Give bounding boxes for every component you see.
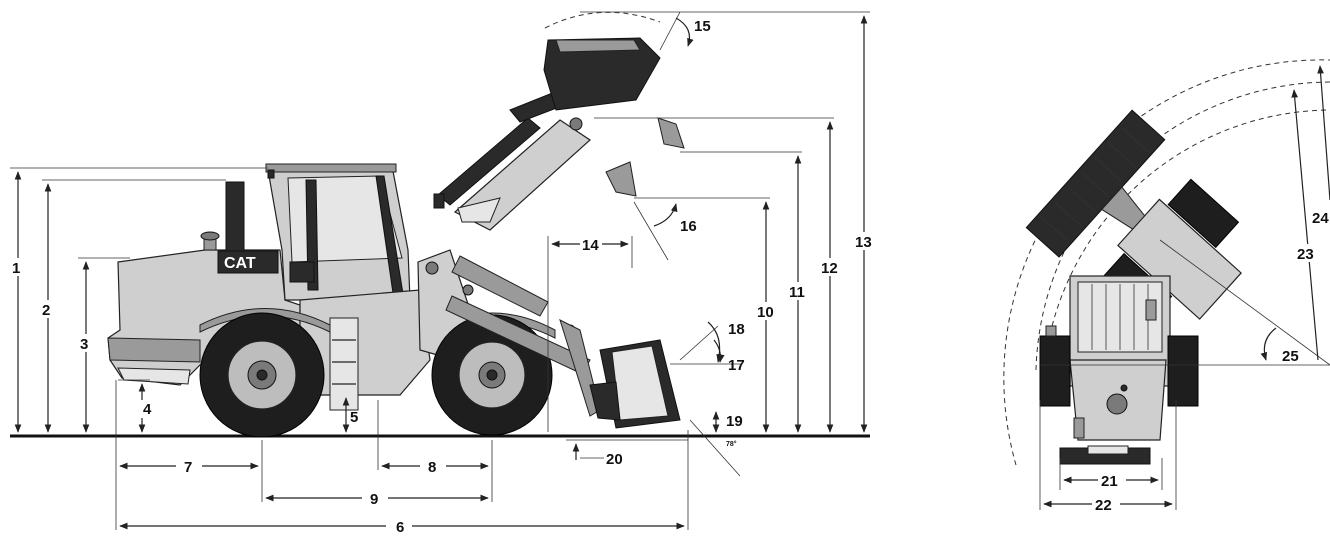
label-18: 18 — [728, 321, 745, 338]
label-5: 5 — [350, 409, 358, 426]
label-17: 17 — [728, 357, 745, 374]
turning-labels: 21 22 23 24 25 — [1092, 208, 1330, 514]
label-6: 6 — [396, 519, 404, 536]
dump-clearance-bucket-icons — [605, 117, 685, 197]
rear-wheel — [199, 312, 325, 438]
raised-bucket-linkage — [433, 11, 661, 231]
label-11: 11 — [789, 284, 805, 301]
label-14: 14 — [582, 237, 599, 254]
rear-frame-top — [1039, 275, 1199, 465]
label-19: 19 — [726, 413, 743, 430]
label-15: 15 — [694, 18, 711, 35]
label-20: 20 — [606, 451, 623, 468]
label-8: 8 — [428, 459, 436, 476]
label-13: 13 — [855, 234, 872, 251]
label-10: 10 — [757, 304, 774, 321]
dimension-labels: 1 2 3 4 5 6 7 8 9 10 11 12 13 14 — [8, 18, 876, 536]
access-ladder — [329, 317, 359, 411]
label-16: 16 — [680, 218, 697, 235]
label-22: 22 — [1095, 497, 1112, 514]
label-25: 25 — [1282, 348, 1299, 365]
label-4: 4 — [143, 401, 152, 418]
label-1: 1 — [12, 260, 20, 277]
label-9: 9 — [370, 491, 378, 508]
label-2: 2 — [42, 302, 50, 319]
label-7: 7 — [184, 459, 192, 476]
label-21: 21 — [1101, 473, 1118, 490]
lowered-bucket-linkage — [445, 255, 681, 429]
label-12: 12 — [821, 260, 838, 277]
label-3: 3 — [80, 336, 88, 353]
brand-logo-text: CAT — [224, 255, 256, 272]
front-wheel — [431, 314, 553, 436]
label-24: 24 — [1312, 210, 1329, 227]
label-23: 23 — [1297, 246, 1314, 263]
side-view: CAT — [8, 11, 876, 536]
angle-78-label: 78° — [726, 440, 737, 448]
top-view-turning-diagram: 21 22 23 24 25 — [1003, 59, 1330, 514]
